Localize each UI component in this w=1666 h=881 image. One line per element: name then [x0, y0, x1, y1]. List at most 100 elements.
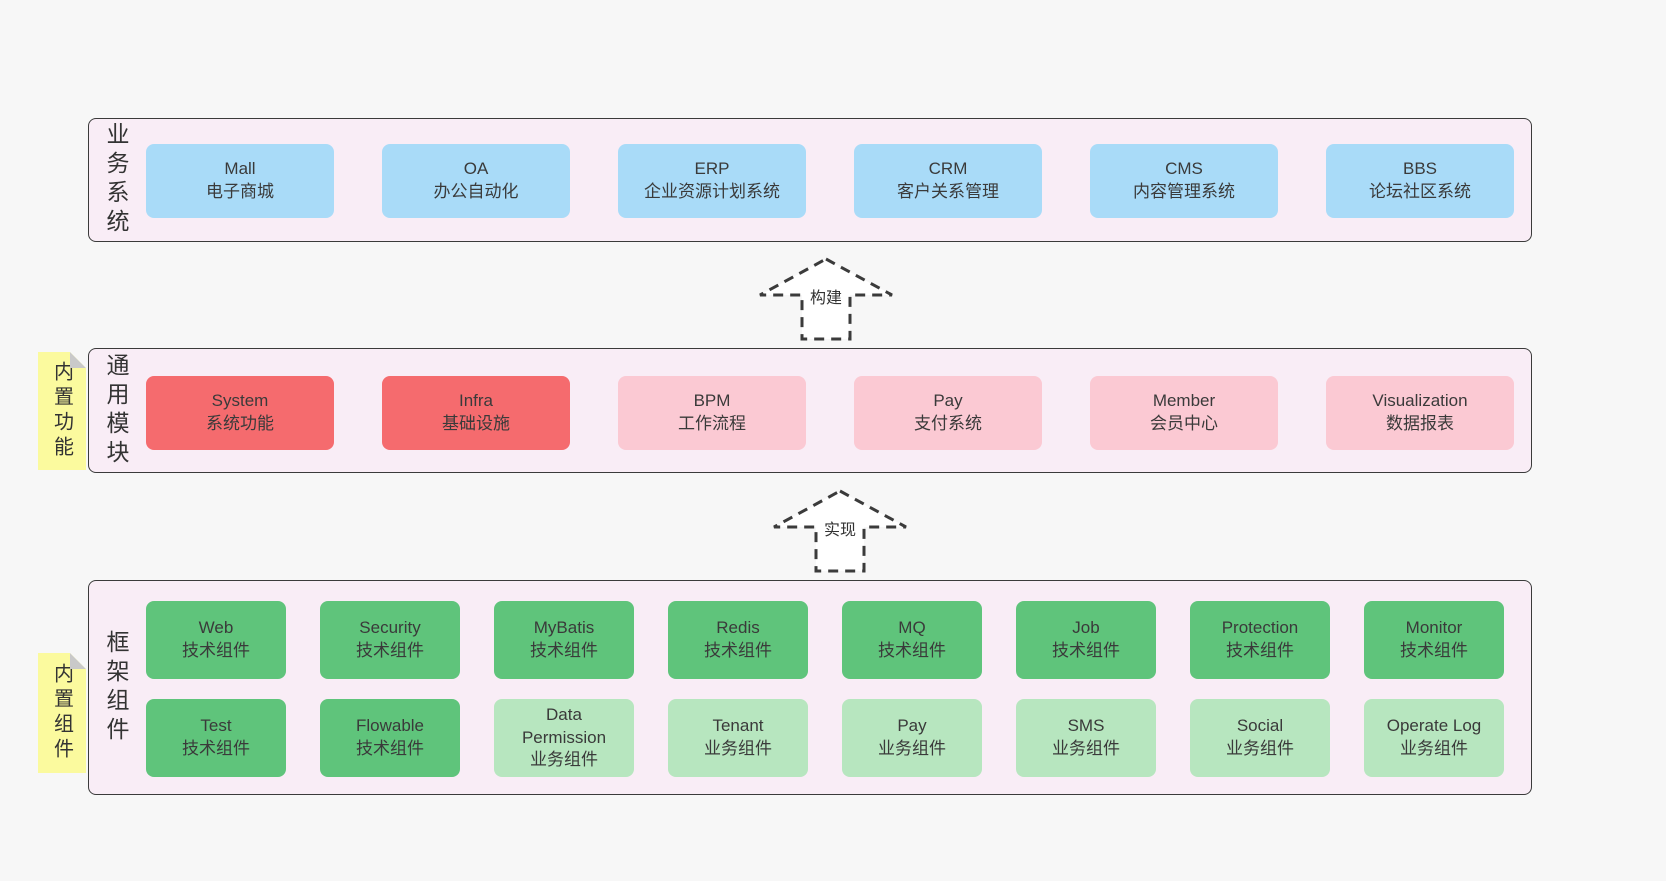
box-title: Visualization	[1372, 391, 1468, 411]
box-subtitle: 工作流程	[678, 414, 746, 433]
box-subtitle: 业务组件	[1226, 739, 1294, 758]
box-security: Security 技术组件	[320, 601, 460, 679]
box-subtitle: 企业资源计划系统	[644, 182, 780, 201]
box-mybatis: MyBatis 技术组件	[494, 601, 634, 679]
box-protection: Protection 技术组件	[1190, 601, 1330, 679]
layer-framework-components: 框架组件 Web 技术组件 Security 技术组件 MyBatis 技术组件…	[88, 580, 1532, 795]
box-bpm: BPM 工作流程	[618, 376, 806, 450]
box-subtitle: 技术组件	[356, 641, 424, 660]
box-subtitle: 技术组件	[356, 739, 424, 758]
box-mall: Mall 电子商城	[146, 144, 334, 218]
box-redis: Redis 技术组件	[668, 601, 808, 679]
box-subtitle: 会员中心	[1150, 414, 1218, 433]
box-title: Security	[359, 618, 421, 638]
box-erp: ERP 企业资源计划系统	[618, 144, 806, 218]
box-subtitle: 业务组件	[530, 750, 598, 770]
box-title: ERP	[694, 159, 730, 179]
box-subtitle: 办公自动化	[433, 182, 519, 201]
sticky-note-label: 内置功能	[50, 361, 73, 461]
box-title: Mall	[224, 159, 256, 179]
box-subtitle: 技术组件	[704, 641, 772, 660]
box-title: Pay	[897, 716, 927, 736]
box-subtitle: 技术组件	[182, 739, 250, 758]
box-subtitle: 系统功能	[206, 414, 274, 433]
arrow-implement-label: 实现	[821, 521, 859, 541]
layer-business-systems: 业务系统 Mall 电子商城 OA 办公自动化 ERP 企业资源计划系统 CRM…	[88, 118, 1532, 242]
box-title: Infra	[458, 391, 494, 411]
box-operate-log: Operate Log 业务组件	[1364, 699, 1504, 777]
box-web: Web 技术组件	[146, 601, 286, 679]
box-title: System	[211, 391, 269, 411]
box-title: CRM	[928, 159, 968, 179]
box-job: Job 技术组件	[1016, 601, 1156, 679]
box-oa: OA 办公自动化	[382, 144, 570, 218]
box-subtitle: 内容管理系统	[1133, 182, 1235, 201]
box-title: BPM	[693, 391, 731, 411]
box-social: Social 业务组件	[1190, 699, 1330, 777]
box-monitor: Monitor 技术组件	[1364, 601, 1504, 679]
box-title: Social	[1236, 716, 1284, 736]
box-title: Web	[198, 618, 234, 638]
box-title: Flowable	[355, 716, 425, 736]
box-pay-component: Pay 业务组件	[842, 699, 982, 777]
box-subtitle: 技术组件	[530, 641, 598, 660]
box-title: SMS	[1067, 716, 1105, 736]
sticky-note-label: 内置组件	[50, 663, 73, 763]
box-member: Member 会员中心	[1090, 376, 1278, 450]
box-crm: CRM 客户关系管理	[854, 144, 1042, 218]
box-subtitle: 业务组件	[878, 739, 946, 758]
box-mq: MQ 技术组件	[842, 601, 982, 679]
box-data-permission: Data Permission 业务组件	[494, 699, 634, 777]
box-subtitle: 业务组件	[1052, 739, 1120, 758]
box-subtitle: 技术组件	[1400, 641, 1468, 660]
box-title: CMS	[1165, 159, 1203, 179]
box-pay: Pay 支付系统	[854, 376, 1042, 450]
common-modules-box-row: System 系统功能 Infra 基础设施 BPM 工作流程 Pay 支付系统…	[146, 376, 1514, 450]
box-title: Member	[1152, 391, 1216, 411]
box-subtitle: 技术组件	[1052, 641, 1120, 660]
arrow-implement: 实现	[770, 488, 910, 574]
box-test: Test 技术组件	[146, 699, 286, 777]
box-title: MQ	[898, 618, 926, 638]
box-title: Monitor	[1405, 618, 1463, 638]
box-title: Job	[1072, 618, 1100, 638]
sticky-fold-icon	[70, 352, 86, 368]
box-subtitle: 支付系统	[914, 414, 982, 433]
sticky-fold-icon	[70, 653, 86, 669]
box-subtitle: 电子商城	[206, 182, 274, 201]
layer-common-modules: 通用模块 System 系统功能 Infra 基础设施 BPM 工作流程 Pay…	[88, 348, 1532, 473]
box-subtitle: 业务组件	[1400, 739, 1468, 758]
box-title: Operate Log	[1386, 716, 1482, 736]
box-cms: CMS 内容管理系统	[1090, 144, 1278, 218]
box-title: Pay	[933, 391, 963, 411]
box-title: OA	[463, 159, 489, 179]
box-subtitle: 客户关系管理	[897, 182, 999, 201]
box-title: Data Permission	[521, 704, 607, 747]
layer-label-common-modules: 通用模块	[103, 352, 129, 469]
arrow-build-label: 构建	[807, 289, 845, 309]
business-systems-box-row: Mall 电子商城 OA 办公自动化 ERP 企业资源计划系统 CRM 客户关系…	[146, 144, 1514, 218]
box-title: Redis	[716, 618, 760, 638]
box-tenant: Tenant 业务组件	[668, 699, 808, 777]
box-title: BBS	[1402, 159, 1438, 179]
box-title: Protection	[1221, 618, 1299, 638]
layer-label-business-systems: 业务系统	[103, 122, 129, 238]
box-bbs: BBS 论坛社区系统	[1326, 144, 1514, 218]
box-flowable: Flowable 技术组件	[320, 699, 460, 777]
framework-components-grid: Web 技术组件 Security 技术组件 MyBatis 技术组件 Redi…	[146, 601, 1504, 777]
box-subtitle: 技术组件	[182, 641, 250, 660]
sticky-note-builtin-features: 内置功能	[38, 352, 86, 470]
box-title: Tenant	[712, 716, 764, 736]
layer-label-framework-components: 框架组件	[103, 629, 129, 746]
box-system: System 系统功能	[146, 376, 334, 450]
box-subtitle: 基础设施	[442, 414, 510, 433]
arrow-build: 构建	[756, 256, 896, 342]
box-subtitle: 业务组件	[704, 739, 772, 758]
sticky-note-builtin-components: 内置组件	[38, 653, 86, 773]
box-subtitle: 技术组件	[1226, 641, 1294, 660]
box-visualization: Visualization 数据报表	[1326, 376, 1514, 450]
box-infra: Infra 基础设施	[382, 376, 570, 450]
box-title: MyBatis	[533, 618, 595, 638]
box-subtitle: 技术组件	[878, 641, 946, 660]
